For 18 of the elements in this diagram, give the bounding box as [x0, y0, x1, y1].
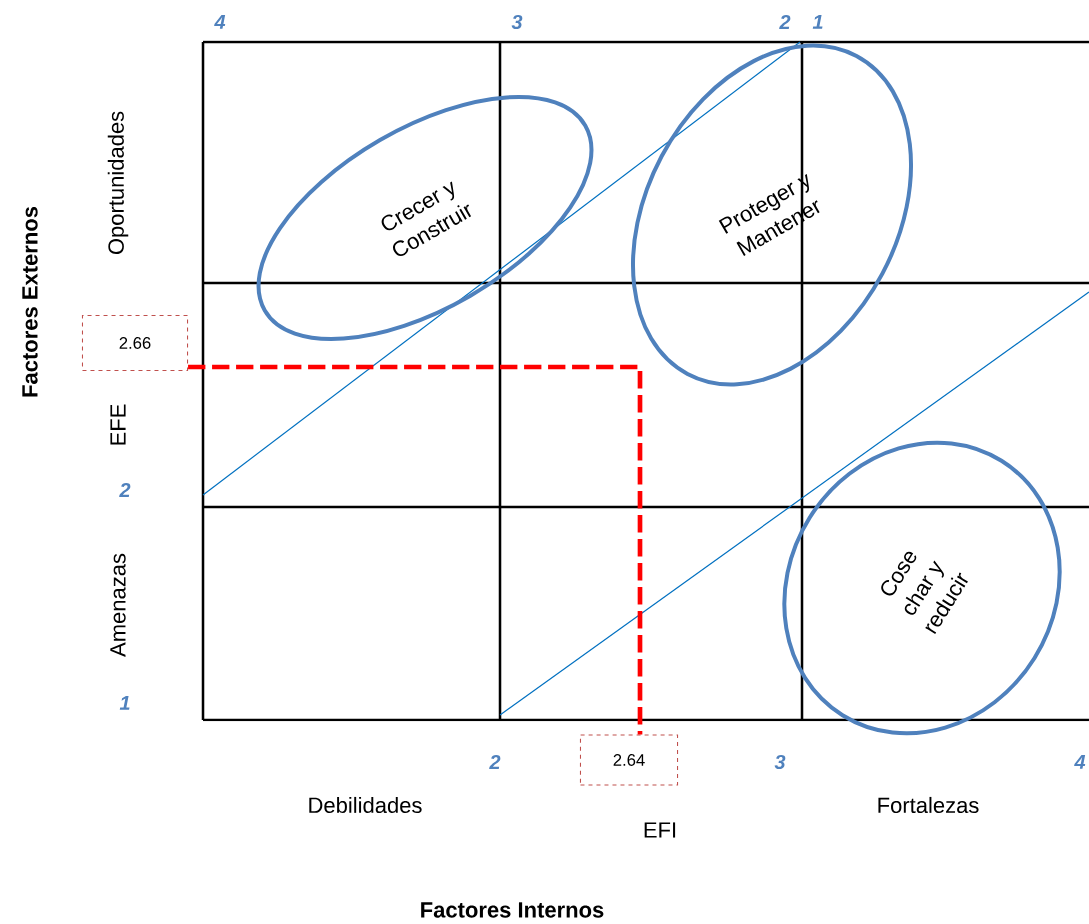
axis-label: Amenazas — [110, 553, 126, 657]
axis-number: 2 — [489, 755, 501, 769]
value-box: 2.64 — [579, 734, 679, 786]
axis-label: EFI — [644, 822, 676, 838]
axis-number: 4 — [214, 15, 226, 29]
axis-number: 3 — [774, 754, 786, 770]
axis-label: Debilidades — [309, 796, 422, 814]
marker-line — [188, 364, 643, 735]
axis-label: EFE — [110, 404, 126, 445]
axis-title: Factores Externos — [22, 206, 38, 397]
value-box: 2.66 — [81, 315, 189, 371]
axis-title: Factores Internos — [421, 902, 604, 918]
axis-number: 1 — [119, 696, 130, 710]
axis-number: 2 — [119, 483, 131, 497]
axis-label: Oportunidades — [107, 111, 129, 255]
axis-label: Fortalezas — [878, 796, 979, 814]
axis-number: 3 — [511, 14, 523, 30]
axis-number: 4 — [1074, 755, 1086, 769]
